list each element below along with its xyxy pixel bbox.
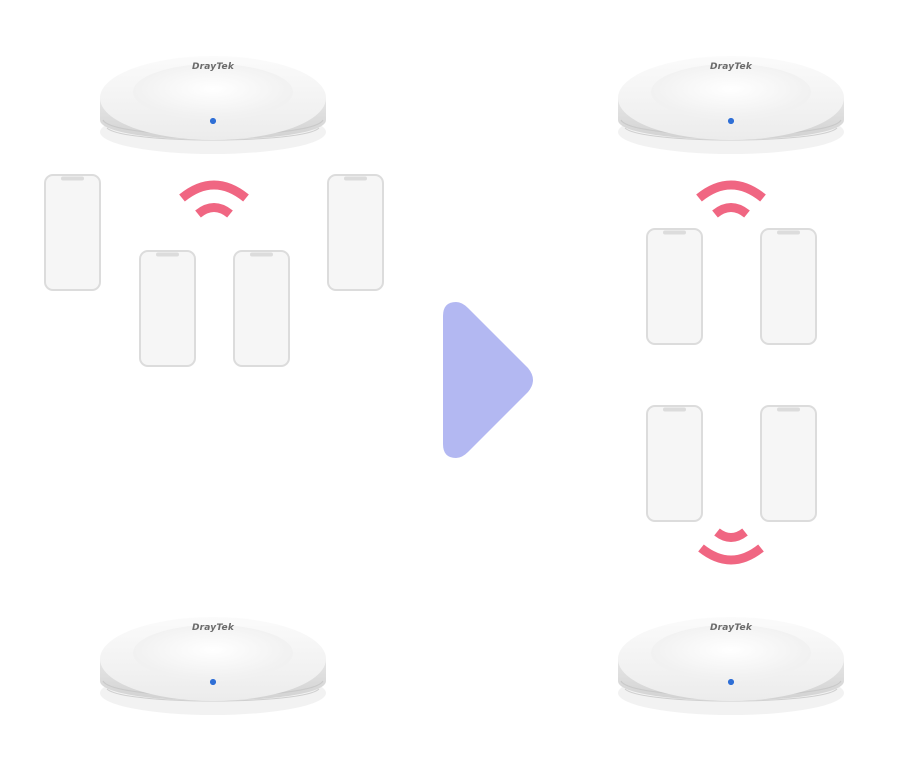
status-led bbox=[728, 679, 734, 685]
access-point-bottom-right: DrayTek bbox=[617, 616, 845, 716]
access-point-top-left: DrayTek bbox=[99, 55, 327, 155]
smartphone-icon bbox=[760, 405, 817, 522]
panel-before: DrayTek DrayTek bbox=[44, 55, 384, 716]
client-phone-2 bbox=[139, 250, 196, 367]
smartphone-icon bbox=[646, 228, 703, 345]
client-phone-4 bbox=[327, 174, 384, 291]
brand-logo-text: DrayTek bbox=[710, 62, 753, 72]
wifi-signal-icon bbox=[179, 180, 249, 218]
status-led bbox=[728, 118, 734, 124]
smartphone-icon bbox=[233, 250, 290, 367]
client-phone-4 bbox=[760, 405, 817, 522]
smartphone-icon bbox=[327, 174, 384, 291]
smartphone-icon bbox=[760, 228, 817, 345]
brand-logo-text: DrayTek bbox=[192, 623, 235, 633]
smartphone-icon bbox=[139, 250, 196, 367]
wifi-signal-icon bbox=[698, 528, 764, 565]
access-point-bottom-left: DrayTek bbox=[99, 616, 327, 716]
smartphone-icon bbox=[646, 405, 703, 522]
brand-logo-text: DrayTek bbox=[710, 623, 753, 633]
status-led bbox=[210, 679, 216, 685]
brand-logo-text: DrayTek bbox=[192, 62, 235, 72]
play-arrow-icon bbox=[443, 302, 533, 458]
smartphone-icon bbox=[44, 174, 101, 291]
wifi-signal-icon bbox=[696, 180, 766, 218]
client-phone-3 bbox=[233, 250, 290, 367]
client-phone-1 bbox=[44, 174, 101, 291]
client-phone-2 bbox=[760, 228, 817, 345]
client-phone-1 bbox=[646, 228, 703, 345]
panel-after: DrayTek DrayTek bbox=[617, 55, 845, 716]
status-led bbox=[210, 118, 216, 124]
access-point-top-right: DrayTek bbox=[617, 55, 845, 155]
client-phone-3 bbox=[646, 405, 703, 522]
